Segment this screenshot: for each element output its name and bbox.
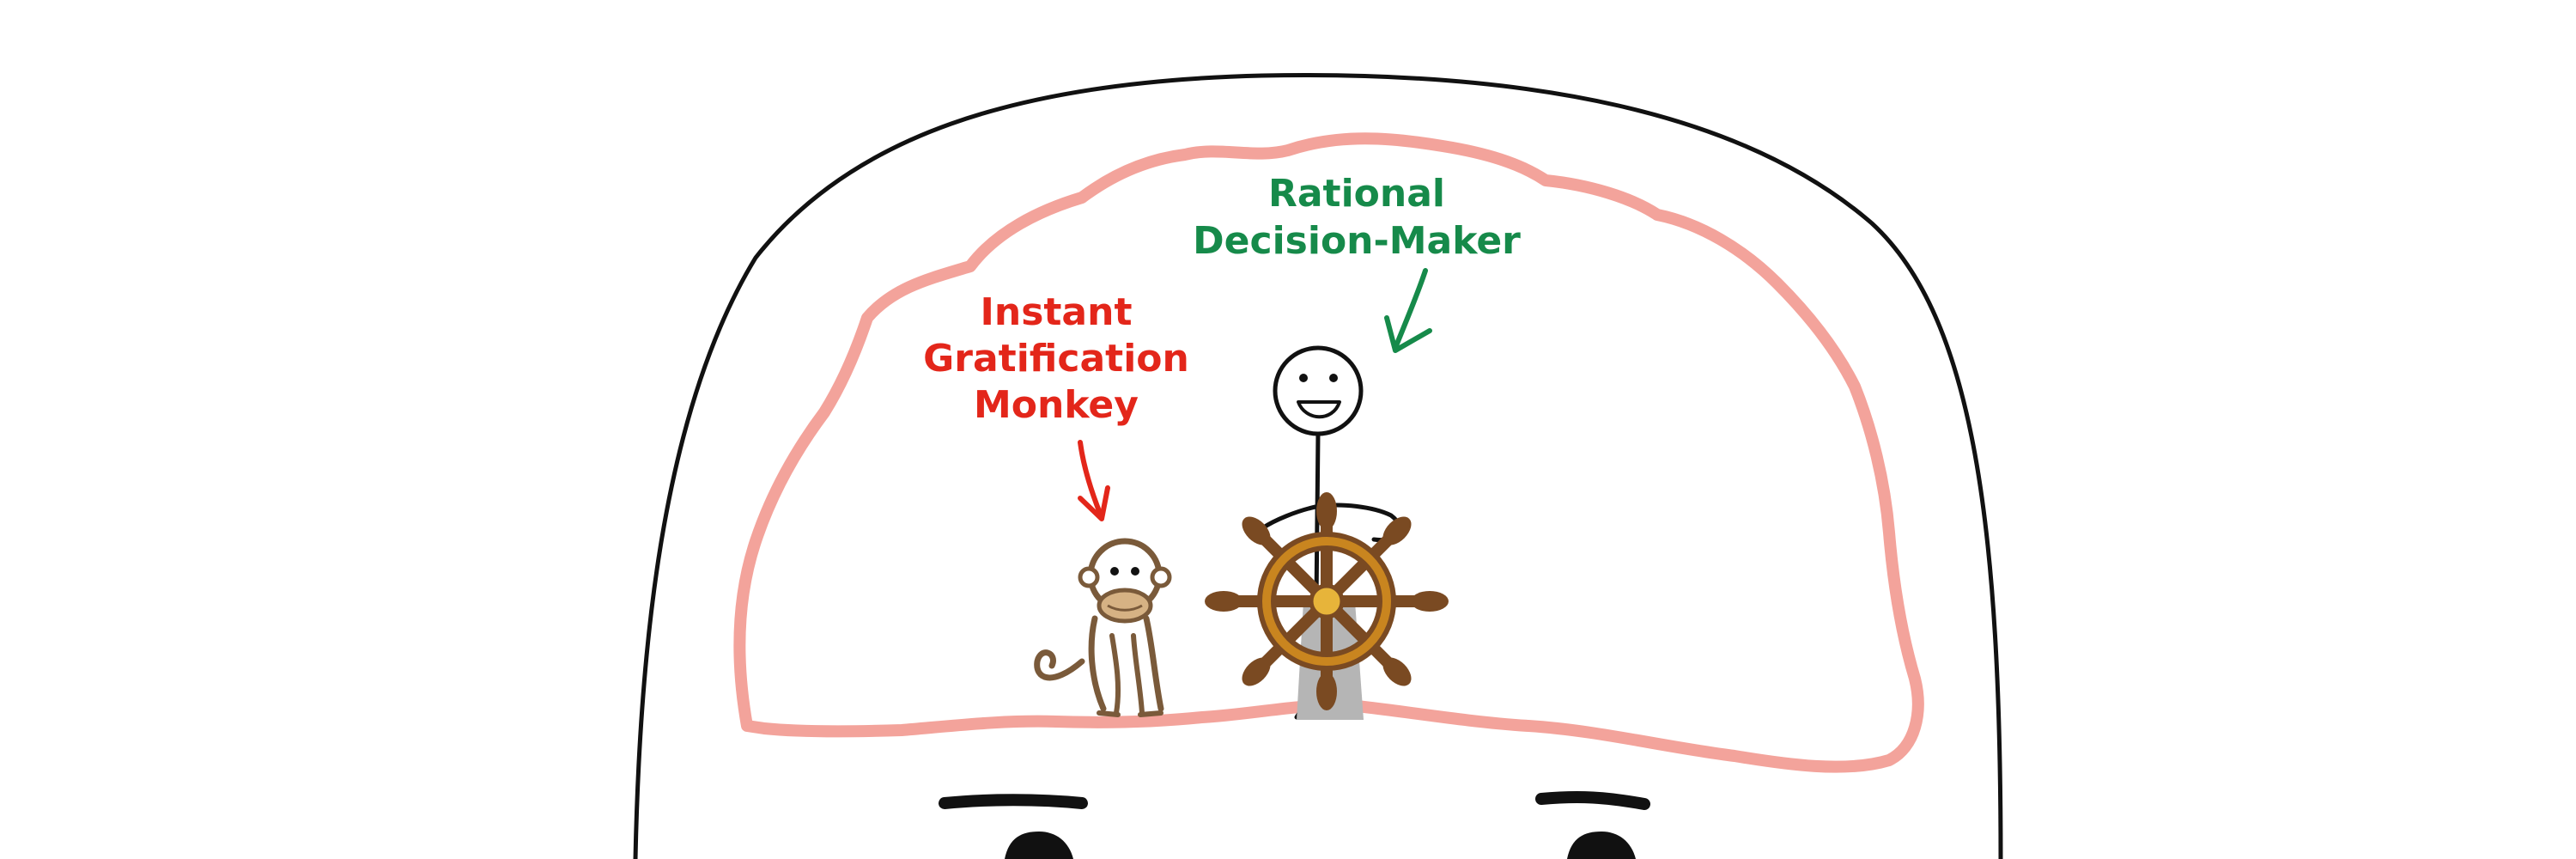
- monkey-icon: [1034, 538, 1172, 717]
- left-eyebrow: [939, 794, 1088, 809]
- head-outline: [633, 73, 2003, 859]
- right-eye: [1567, 832, 1636, 859]
- monkey-label-line2: Gratification: [923, 337, 1189, 381]
- right-eyebrow: [1535, 791, 1650, 810]
- green-arrow: [1393, 268, 1428, 350]
- green-arrowhead: [1384, 315, 1432, 353]
- red-arrowhead: [1078, 485, 1110, 521]
- rational-label-line1: Rational: [1268, 172, 1445, 216]
- brain-outline: [733, 132, 1924, 773]
- rational-label-line2: Decision-Maker: [1193, 219, 1521, 263]
- monkey-label-line1: Instant: [981, 290, 1133, 334]
- ships-wheel-icon: [1205, 492, 1449, 710]
- red-arrow: [1078, 440, 1103, 518]
- stick-figure-icon: [1260, 345, 1402, 720]
- left-eye: [1005, 832, 1073, 859]
- monkey-label-line3: Monkey: [974, 383, 1139, 427]
